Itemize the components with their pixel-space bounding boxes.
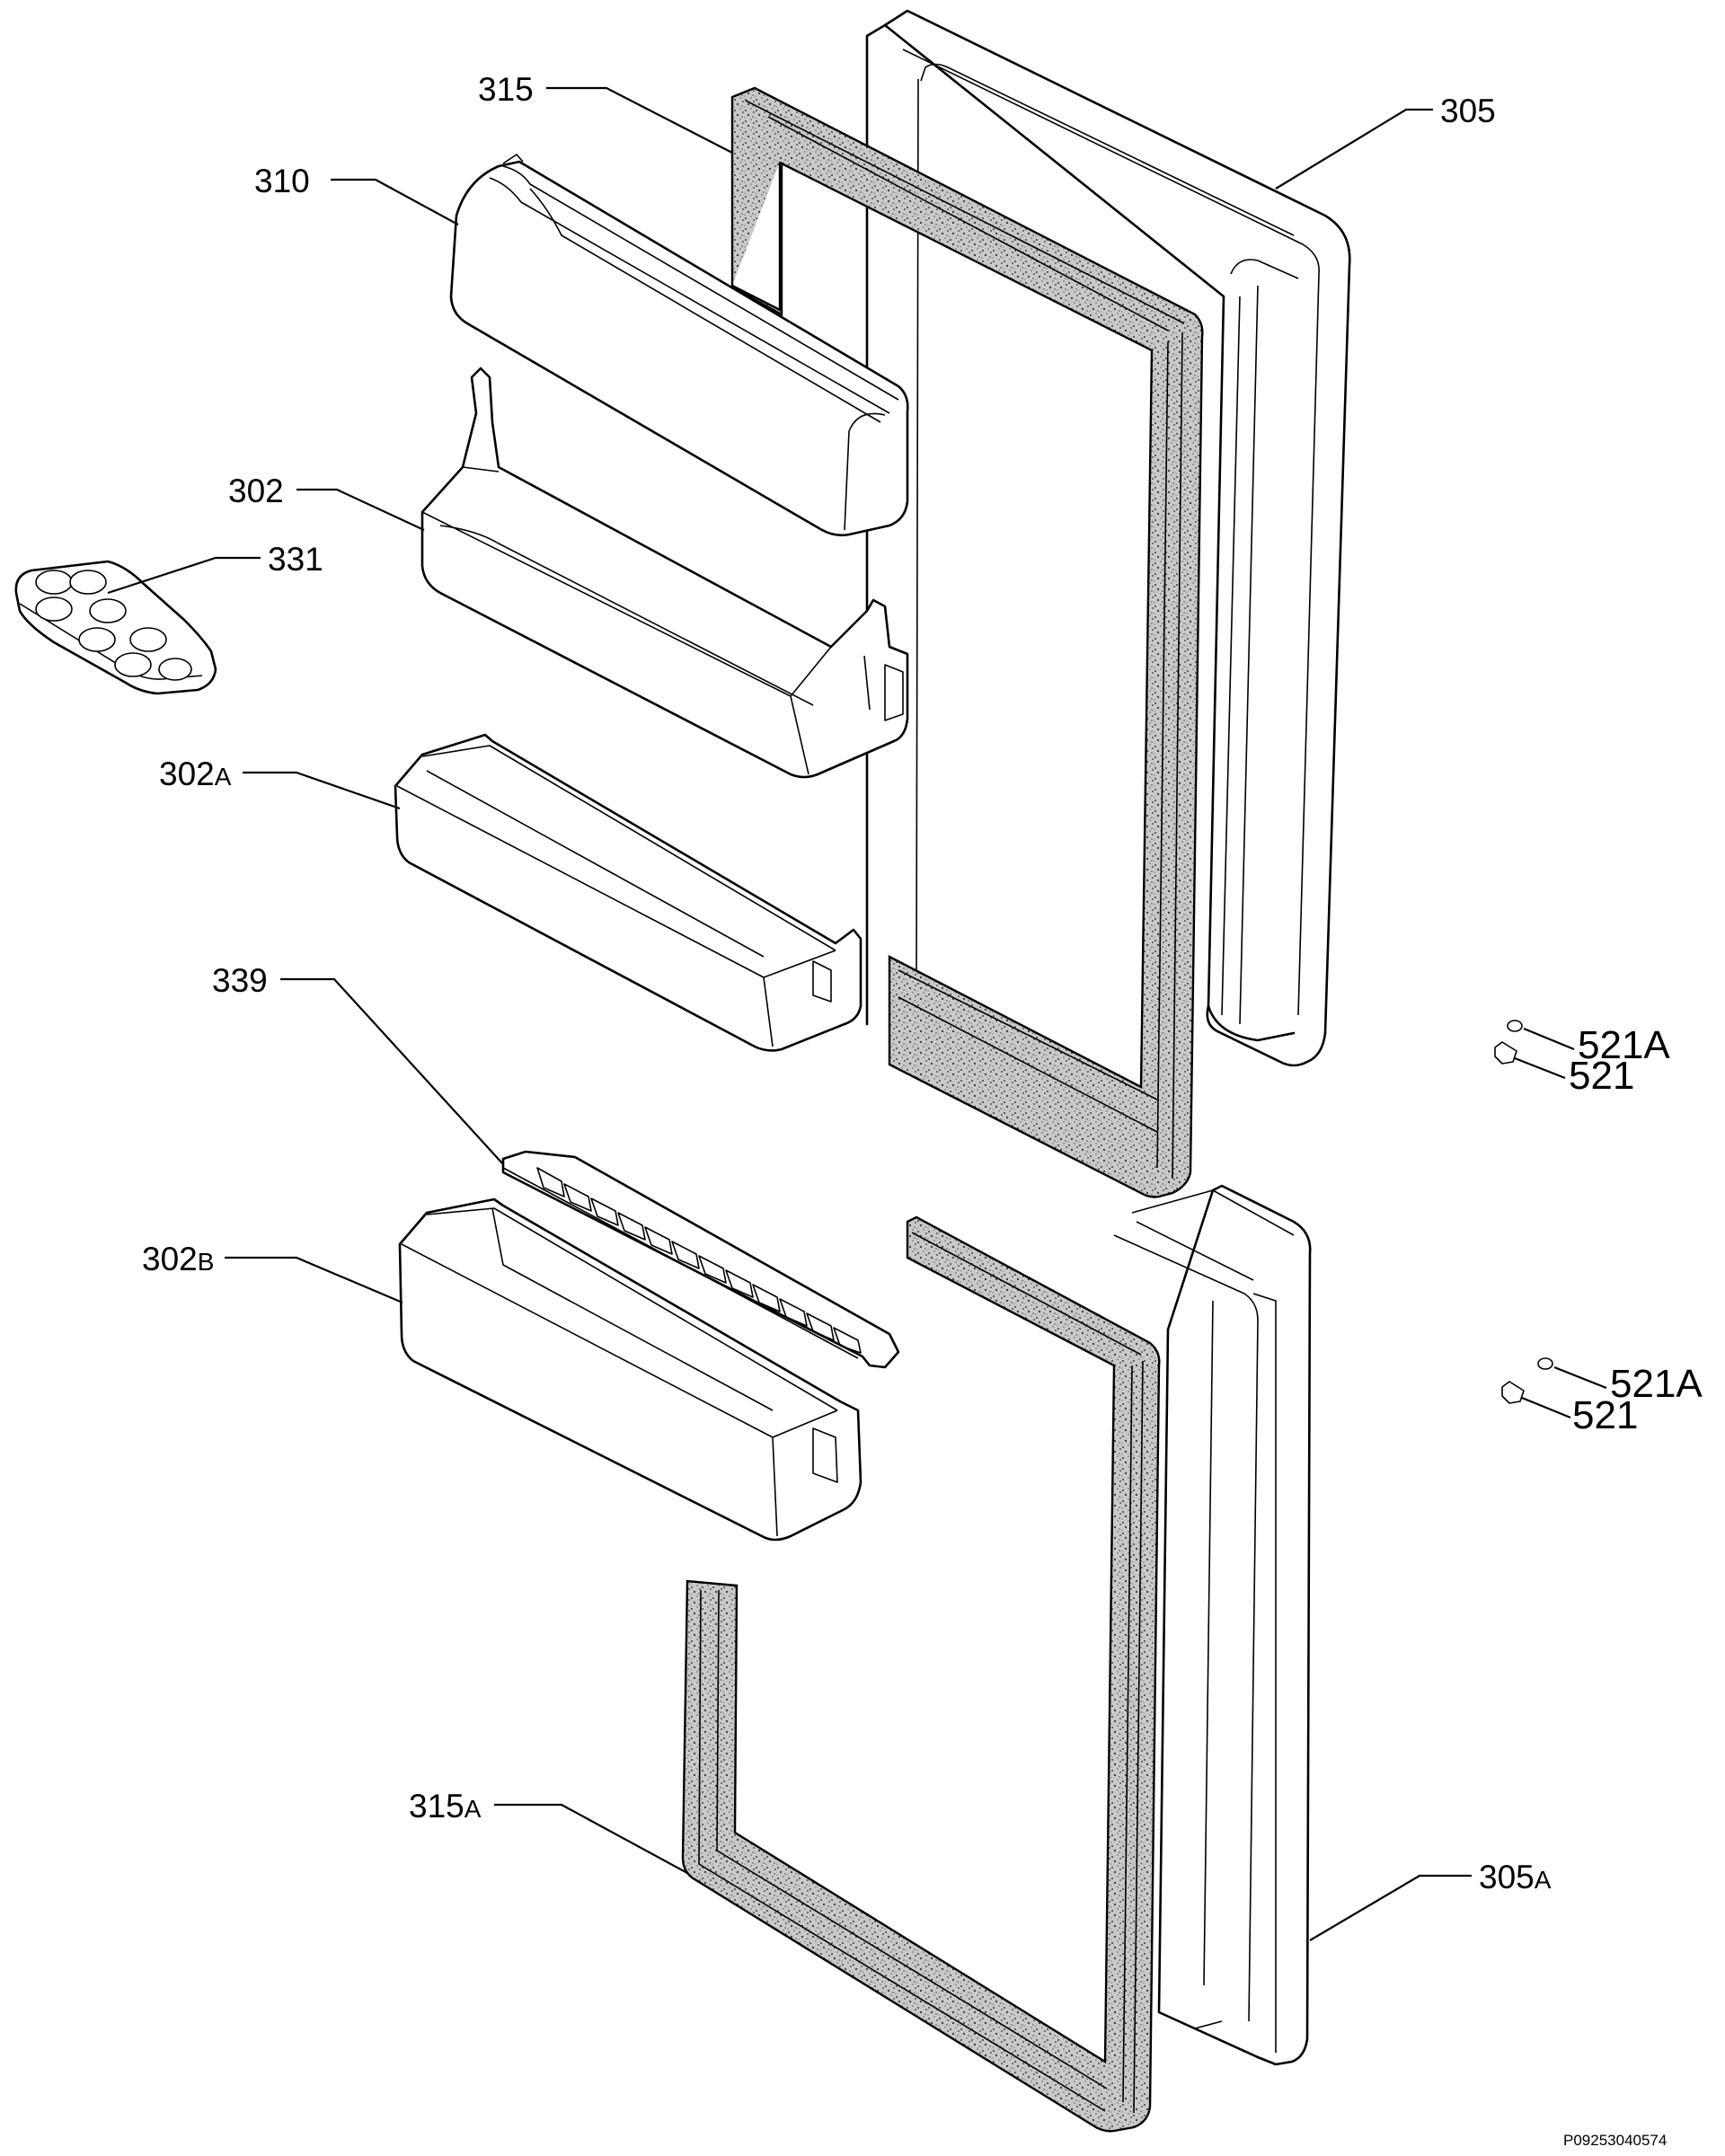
door-shelf-302a [394,733,862,1052]
label-521-top: 521 [1569,1054,1634,1098]
lower-door-305a [1113,1184,1312,2066]
label-305: 305 [1440,93,1496,129]
label-331: 331 [268,541,323,578]
egg-tray-331 [14,560,217,695]
upper-door-305 [865,9,1351,1067]
washer-521a-top [1507,1020,1523,1032]
label-521a-top: 521A [1578,1023,1670,1067]
leader-lines [107,86,1607,1941]
label-305a: 305A [1479,1859,1552,1895]
screw-521-top [1494,1041,1517,1065]
label-521a-bottom: 521A [1610,1362,1703,1406]
label-310: 310 [254,163,310,199]
label-302b: 302B [142,1241,214,1277]
label-521-bottom: 521 [1572,1393,1638,1437]
washer-521a-bottom [1537,1357,1553,1370]
door-shelf-302b [398,1197,862,1542]
drawing-code: P09253040574 [1563,2132,1667,2149]
dairy-cover-310 [449,154,909,537]
lower-gasket-315a [681,1215,1161,2133]
label-302a: 302A [159,755,232,792]
label-302: 302 [228,473,284,509]
screw-521-bottom [1501,1381,1525,1404]
hinge-parts-bottom [1501,1357,1553,1404]
door-shelf-302 [420,367,909,779]
hinge-parts-top [1494,1020,1523,1065]
upper-gasket-315 [730,86,1204,1198]
label-339: 339 [212,962,268,999]
bottle-rack-339 [501,1150,900,1369]
label-315: 315 [478,71,534,108]
label-315a: 315A [409,1788,482,1825]
